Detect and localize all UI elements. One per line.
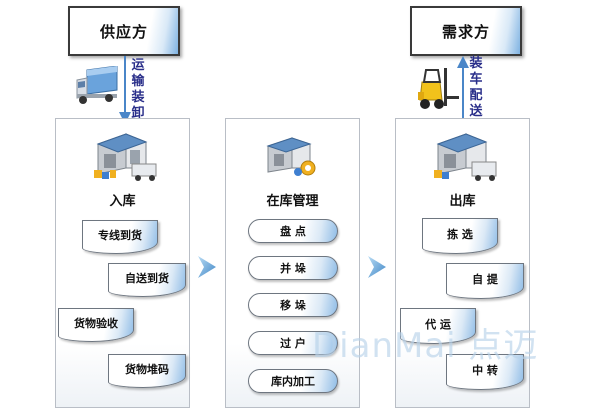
storage-item-inventory-count: 盘 点 <box>248 219 338 243</box>
outbound-item-transit: 中 转 <box>446 354 524 390</box>
outbound-item-self-pickup: 自 提 <box>446 263 524 299</box>
demander-label: 需求方 <box>441 22 490 41</box>
inbound-arrow-label: 运输装卸 <box>131 58 145 121</box>
supplier-box: 供应方 <box>68 6 180 56</box>
outbound-title: 出库 <box>449 194 476 209</box>
demander-box: 需求方 <box>410 6 522 56</box>
storage-item-processing: 库内加工 <box>248 369 338 393</box>
warehouse-icon <box>266 137 316 176</box>
outbound-arrow-label: 装车配送 <box>469 56 483 119</box>
storage-item-move-stack: 移 垛 <box>248 293 338 317</box>
arrow-chevron-icon <box>198 256 216 278</box>
storage-item-transfer-ownership: 过 户 <box>248 331 338 355</box>
warehouse-icon <box>94 133 157 181</box>
storage-item-merge-stack: 并 垛 <box>248 256 338 280</box>
storage-title: 在库管理 <box>266 194 319 209</box>
arrow-chevron-icon <box>368 256 386 278</box>
watermark: DianMai 点迈 <box>312 326 539 366</box>
outbound-item-picking: 拣 选 <box>422 218 498 254</box>
supplier-label: 供应方 <box>99 22 148 41</box>
forklift-icon <box>418 68 459 109</box>
outbound-arrow <box>457 56 469 124</box>
inbound-item-goods-inspection: 货物验收 <box>58 308 134 342</box>
inbound-item-dedicated-delivery: 专线到货 <box>82 220 158 254</box>
outbound-item-consigned-shipping: 代 运 <box>400 308 476 344</box>
inbound-item-goods-stacking: 货物堆码 <box>108 354 186 388</box>
inbound-title: 入库 <box>109 194 136 209</box>
inbound-item-self-delivery: 自送到货 <box>108 263 186 297</box>
warehouse-icon <box>434 133 497 181</box>
truck-icon <box>76 66 118 104</box>
